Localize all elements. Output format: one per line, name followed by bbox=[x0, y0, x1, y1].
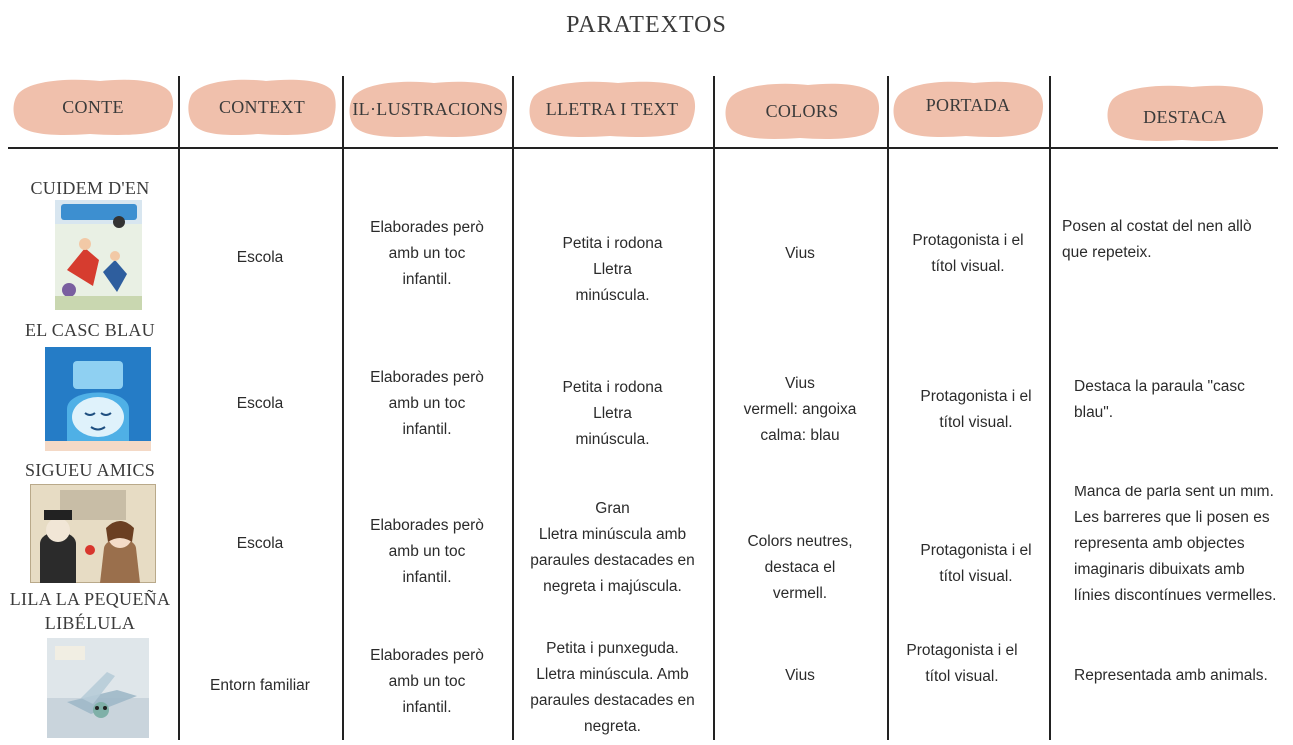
column-divider bbox=[512, 76, 514, 740]
header-context: CONTEXT bbox=[186, 72, 338, 142]
column-divider bbox=[342, 76, 344, 740]
cover-cell: Protagonista i el títol visual. bbox=[906, 641, 1018, 685]
illustrations-cell: Elaborades però amb un toc infantil. bbox=[370, 218, 484, 288]
illustrations-cell: Elaborades però amb un toc infantil. bbox=[370, 516, 484, 586]
column-divider bbox=[713, 76, 715, 740]
column-divider bbox=[887, 76, 889, 740]
book-title: LILA LA PEQUEÑA LIBÉLULA bbox=[9, 589, 171, 633]
brush-stroke bbox=[529, 81, 696, 137]
cover-cell: Protagonista i el títol visual. bbox=[912, 231, 1024, 275]
header-illustrations: IL·LUSTRACIONS bbox=[346, 74, 510, 144]
book-title: SIGUEU AMICS bbox=[24, 460, 156, 480]
header-cover: PORTADA bbox=[890, 74, 1046, 144]
column-divider bbox=[1049, 76, 1051, 740]
header-label: DESTACA bbox=[1143, 106, 1227, 127]
header-label: LLETRA I TEXT bbox=[545, 98, 679, 119]
brush-stroke bbox=[13, 79, 174, 135]
page-title: PARATEXTOS bbox=[566, 12, 727, 38]
brush-stroke bbox=[725, 83, 880, 139]
book-cover-image bbox=[55, 200, 142, 310]
cover-cell: Protagonista i el títol visual. bbox=[920, 541, 1032, 585]
lettering-cell: Petita i rodona Lletra minúscula. bbox=[562, 378, 663, 448]
header-label: PORTADA bbox=[925, 94, 1011, 115]
book-cover-image bbox=[30, 484, 156, 583]
header-colors: COLORS bbox=[722, 76, 882, 146]
header-label: COLORS bbox=[765, 100, 839, 121]
context-cell: Escola bbox=[236, 394, 284, 412]
highlight-cell: Representada amb animals. bbox=[1074, 666, 1268, 684]
header-label: CONTEXT bbox=[218, 96, 306, 117]
context-cell: Entorn familiar bbox=[210, 676, 310, 694]
illustrations-cell: Elaborades però amb un toc infantil. bbox=[370, 368, 484, 438]
header-highlight: DESTACA bbox=[1104, 78, 1266, 148]
colors-cell: Vius bbox=[785, 666, 815, 684]
highlight-cell: Destaca la paraula "casc blau". bbox=[1074, 377, 1245, 421]
brush-stroke bbox=[188, 79, 336, 135]
context-cell: Escola bbox=[236, 248, 284, 266]
header-lettering: LLETRA I TEXT bbox=[526, 74, 698, 144]
context-cell: Escola bbox=[236, 534, 284, 552]
header-divider bbox=[8, 147, 1278, 149]
book-cover-image bbox=[45, 347, 151, 451]
header-label: IL·LUSTRACIONS bbox=[352, 98, 504, 119]
colors-cell: Colors neutres, destaca el vermell. bbox=[747, 532, 853, 602]
colors-cell: Vius bbox=[785, 244, 815, 262]
header-conte: CONTE bbox=[10, 72, 176, 142]
header-label: CONTE bbox=[62, 96, 124, 117]
cover-cell: Protagonista i el títol visual. bbox=[920, 387, 1032, 431]
lettering-cell: Petita i rodona Lletra minúscula. bbox=[562, 234, 663, 304]
brush-stroke bbox=[1107, 85, 1264, 141]
lettering-cell: Gran Lletra minúscula amb paraules desta… bbox=[530, 499, 695, 595]
lettering-cell: Petita i punxeguda. Lletra minúscula. Am… bbox=[530, 639, 695, 735]
illustrations-cell: Elaborades però amb un toc infantil. bbox=[370, 646, 484, 716]
book-title: EL CASC BLAU bbox=[25, 320, 155, 340]
book-cover-image bbox=[47, 638, 149, 738]
column-divider bbox=[178, 76, 180, 740]
brush-stroke bbox=[893, 81, 1044, 137]
highlight-cell: Manca de parla sent un mim. Les barreres… bbox=[1074, 486, 1277, 601]
colors-cell: Vius vermell: angoixa calma: blau bbox=[743, 374, 857, 444]
highlight-cell: Posen al costat del nen allò que repetei… bbox=[1062, 217, 1252, 261]
brush-stroke bbox=[349, 81, 508, 137]
